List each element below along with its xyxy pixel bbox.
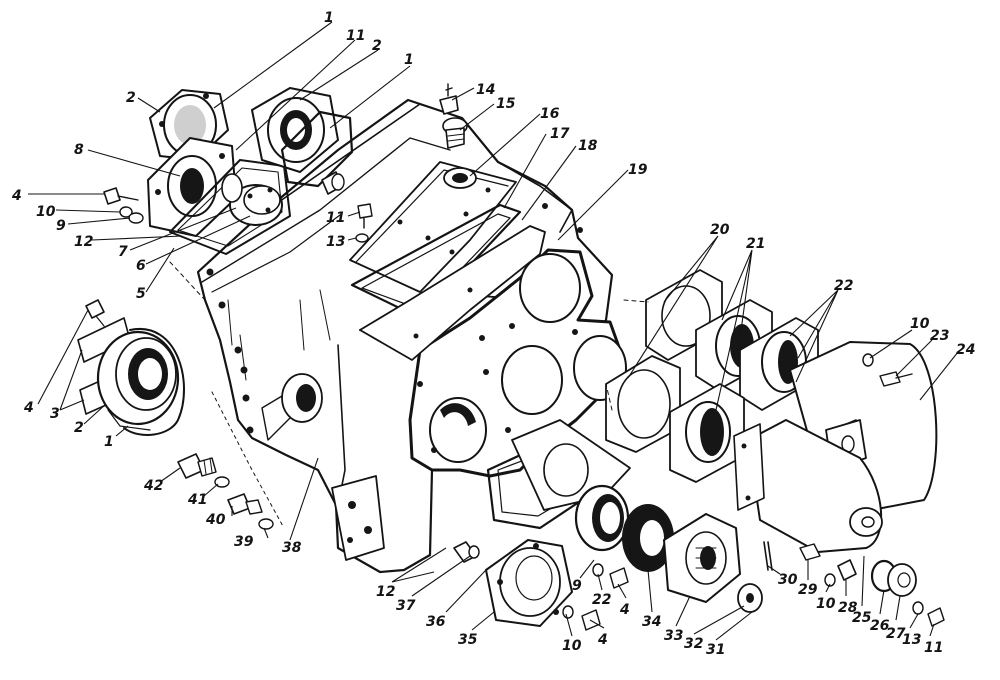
leader-lines — [28, 21, 959, 641]
callout-13-mid: 13 — [326, 234, 345, 250]
callout-11-top: 11 — [346, 28, 365, 44]
callout-4-lower: 4 — [597, 632, 608, 648]
callout-10-bottom: 10 — [816, 596, 836, 612]
callout-1-flange: 1 — [104, 434, 114, 450]
callout-6: 6 — [136, 258, 146, 274]
callout-10-right: 10 — [910, 316, 930, 332]
callout-7: 7 — [118, 244, 128, 260]
callout-36: 36 — [426, 614, 446, 630]
callout-22-right: 22 — [834, 278, 853, 294]
drain-plugs — [177, 391, 285, 530]
callout-34: 34 — [642, 614, 661, 630]
callout-2-left: 2 — [126, 90, 136, 106]
callout-31: 31 — [706, 642, 725, 658]
callout-1-upper: 1 — [404, 52, 414, 68]
callout-4-flange: 4 — [23, 400, 34, 416]
callout-22-lower: 22 — [592, 592, 611, 608]
callout-9-left: 9 — [56, 218, 66, 234]
front-lower-assembly — [453, 419, 945, 631]
callout-38: 38 — [282, 540, 302, 556]
callout-23: 23 — [930, 328, 949, 344]
callout-39: 39 — [234, 534, 254, 550]
callout-18: 18 — [578, 138, 598, 154]
callout-21: 21 — [746, 236, 765, 252]
callout-20: 20 — [710, 222, 730, 238]
top-left-covers — [147, 87, 354, 255]
callout-37: 37 — [396, 598, 416, 614]
callout-24: 24 — [956, 342, 975, 358]
left-flange-assembly — [77, 299, 185, 436]
callout-32: 32 — [684, 636, 703, 652]
callout-29: 29 — [798, 582, 818, 598]
callout-28: 28 — [838, 600, 858, 616]
callout-15: 15 — [496, 96, 516, 112]
callout-16: 16 — [540, 106, 560, 122]
callout-8: 8 — [74, 142, 84, 158]
callout-17: 17 — [550, 126, 570, 142]
callout-33: 33 — [664, 628, 683, 644]
callout-26: 26 — [870, 618, 890, 634]
left-fasteners — [103, 187, 144, 224]
callout-4-mid: 4 — [619, 602, 630, 618]
callout-2-top: 2 — [372, 38, 382, 54]
top-cover-assembly — [349, 161, 546, 361]
callout-10-left: 10 — [36, 204, 56, 220]
callout-19: 19 — [628, 162, 648, 178]
callout-42: 42 — [143, 478, 163, 494]
callout-41: 41 — [187, 492, 207, 508]
bolt-11-13 — [355, 203, 373, 243]
breather-plug — [439, 83, 468, 149]
callout-14: 14 — [476, 82, 495, 98]
callout-3: 3 — [50, 406, 60, 422]
right-end-covers — [733, 341, 938, 553]
callout-10-lower: 10 — [562, 638, 582, 654]
callout-40: 40 — [205, 512, 226, 528]
callout-30: 30 — [778, 572, 798, 588]
callout-2-flange: 2 — [74, 420, 84, 436]
callout-25: 25 — [852, 610, 872, 626]
callout-13-bottom: 13 — [902, 632, 921, 648]
callout-11-bottom: 11 — [924, 640, 943, 656]
callout-9-lower: 9 — [572, 578, 582, 594]
callout-27: 27 — [886, 626, 906, 642]
callout-11-mid: 11 — [326, 210, 345, 226]
callout-12-left: 12 — [74, 234, 93, 250]
callout-35: 35 — [458, 632, 478, 648]
callout-5: 5 — [136, 286, 146, 302]
callout-12-lower: 12 — [376, 584, 395, 600]
callout-labels: 1 11 2 1 2 8 4 10 9 12 7 6 5 14 15 16 17… — [11, 10, 975, 658]
callout-4-left: 4 — [11, 188, 22, 204]
right-gaskets — [605, 269, 819, 483]
callout-1-top: 1 — [324, 10, 334, 26]
alignment-lines — [169, 261, 649, 411]
